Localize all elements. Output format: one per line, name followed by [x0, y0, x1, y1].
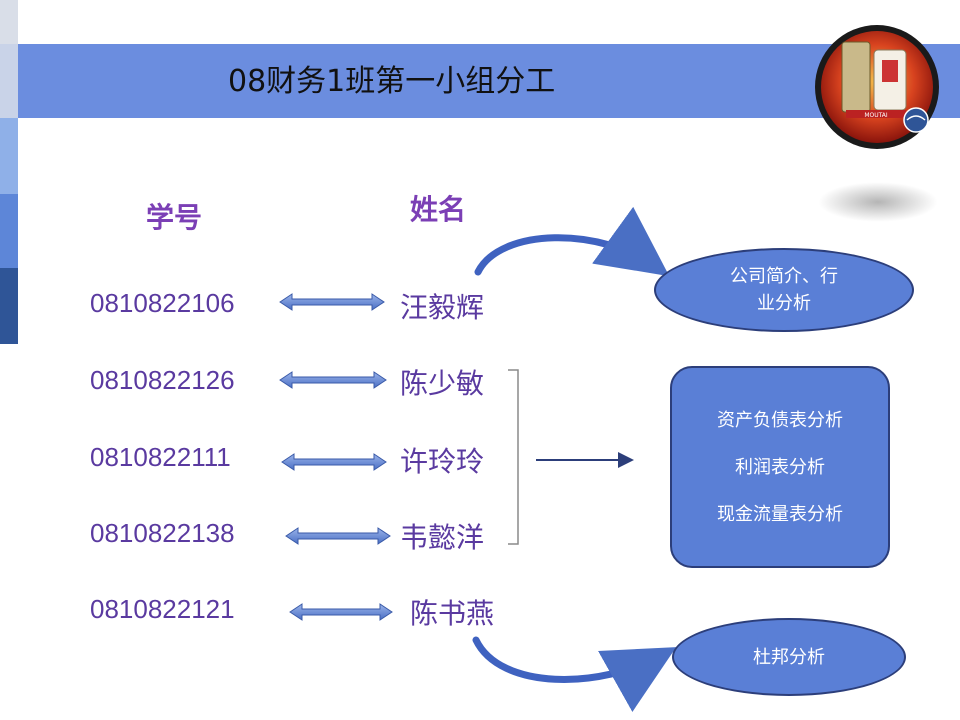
task-bubble-statements: 资产负债表分析 利润表分析 现金流量表分析	[670, 366, 890, 568]
task-balance-sheet: 资产负债表分析	[717, 409, 843, 431]
double-arrow-5	[289, 603, 393, 621]
member-name-3: 许玲玲	[400, 445, 485, 478]
task-line-1: 公司简介、行	[730, 266, 838, 287]
student-id-2: 0810822126	[90, 365, 235, 395]
curved-arrow-bottom	[472, 636, 677, 712]
side-strip-mid-blue	[0, 194, 18, 268]
student-id-3: 0810822111	[90, 442, 231, 472]
task-cash-flow: 现金流量表分析	[717, 503, 843, 525]
side-strip-light	[0, 0, 18, 44]
moutai-logo-icon: MOUTAI	[815, 25, 939, 149]
logo-shadow	[818, 182, 938, 222]
double-arrow-1	[279, 293, 385, 311]
svg-text:MOUTAI: MOUTAI	[864, 112, 888, 119]
student-id-5: 0810822121	[90, 594, 235, 624]
header-student-id: 学号	[146, 201, 203, 234]
curved-arrow-top	[474, 206, 670, 277]
student-id-4: 0810822138	[90, 518, 235, 548]
member-name-2: 陈少敏	[400, 367, 485, 400]
task-dupont: 杜邦分析	[753, 646, 825, 668]
member-name-4: 韦懿洋	[400, 521, 485, 554]
task-bubble-company-industry: 公司简介、行 业分析	[654, 248, 914, 332]
task-income-statement: 利润表分析	[735, 456, 825, 478]
task-bubble-dupont: 杜邦分析	[672, 618, 906, 696]
group-bracket	[508, 369, 519, 545]
member-name-1: 汪毅辉	[400, 291, 485, 324]
header-name: 姓名	[410, 193, 467, 226]
side-strip-pale-blue	[0, 118, 18, 194]
task-line-2: 业分析	[757, 293, 811, 314]
double-arrow-4	[285, 527, 391, 545]
double-arrow-2	[279, 371, 387, 389]
double-arrow-3	[281, 453, 387, 471]
slide-title: 08财务1班第一小组分工	[228, 64, 556, 99]
member-name-5: 陈书燕	[410, 597, 495, 630]
side-strip-dark-blue	[0, 268, 18, 344]
title-bar	[18, 44, 960, 118]
side-strip-gray	[0, 44, 18, 118]
student-id-1: 0810822106	[90, 288, 235, 318]
